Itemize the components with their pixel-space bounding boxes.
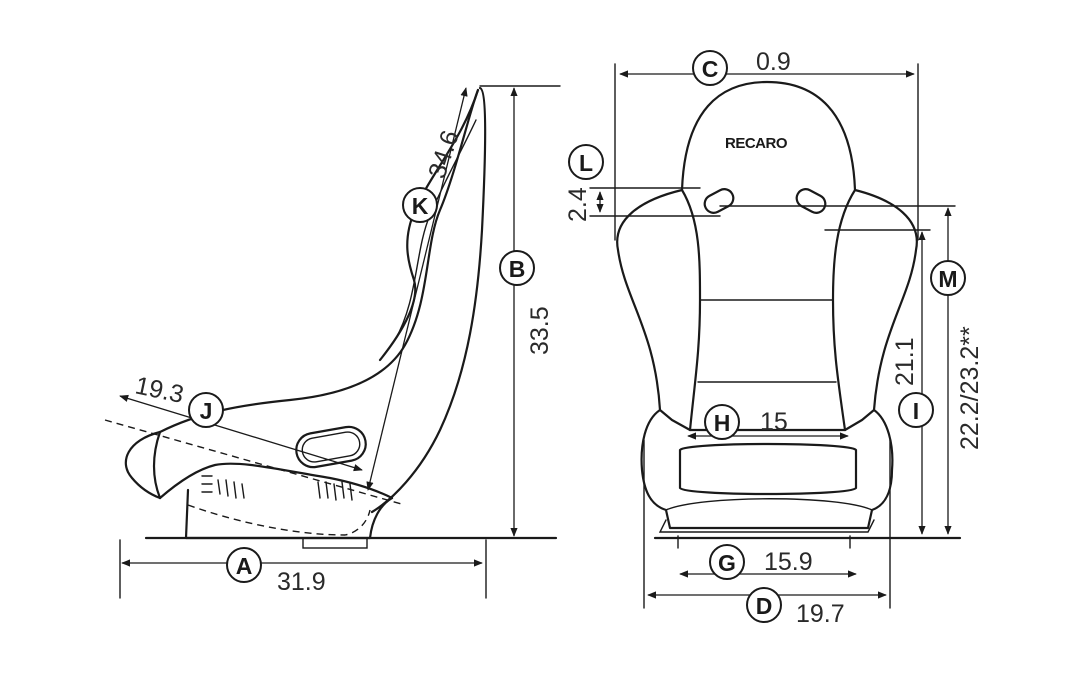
svg-text:H: H [714, 410, 731, 436]
svg-text:G: G [718, 550, 736, 576]
badge-h: H [704, 404, 740, 440]
value-m: 22.2/23.2** [956, 326, 984, 450]
badge-j: J [188, 392, 224, 428]
dimension-m: M 22.2/23.2** [719, 205, 984, 535]
value-i: 21.1 [891, 337, 919, 386]
svg-text:K: K [412, 193, 429, 219]
dimension-k: K 34.6 [366, 87, 468, 491]
badge-k: K [402, 187, 438, 223]
badge-l: L [568, 144, 604, 180]
dimension-g: G 15.9 [679, 544, 857, 580]
badge-i: I [898, 392, 934, 428]
dimension-h: H 15 [687, 404, 849, 440]
badge-g: G [709, 544, 745, 580]
badge-a: A [226, 547, 262, 583]
side-view-seat [104, 85, 561, 549]
value-k: 34.6 [423, 127, 465, 182]
badge-b: B [499, 250, 535, 286]
value-g: 15.9 [764, 548, 813, 576]
value-j: 19.3 [133, 371, 186, 409]
value-h: 15 [760, 408, 788, 436]
dimension-b: B 33.5 [499, 87, 554, 537]
value-c: 0.9 [756, 48, 791, 76]
svg-text:J: J [200, 398, 213, 424]
badge-c: C [692, 50, 728, 86]
badge-d: D [746, 587, 782, 623]
front-view-seat: RECARO [616, 80, 962, 549]
svg-text:L: L [579, 150, 593, 176]
value-b: 33.5 [526, 306, 554, 355]
badge-i-letter: I [913, 398, 919, 424]
badge-m: M [930, 260, 966, 296]
dimension-i: I 21.1 [824, 229, 934, 535]
value-l: 2.4 [564, 187, 592, 222]
dimension-c: C 0.9 [614, 48, 919, 241]
svg-text:M: M [938, 266, 957, 292]
dimension-l: L 2.4 [564, 144, 721, 222]
dimension-a: A 31.9 [119, 539, 487, 599]
brand-logo: RECARO [725, 135, 788, 152]
dimension-d: D 19.7 [643, 439, 891, 628]
dimension-j: J 19.3 [119, 371, 363, 472]
svg-text:D: D [756, 593, 773, 619]
value-d: 19.7 [796, 600, 845, 628]
svg-text:B: B [509, 256, 526, 282]
svg-text:A: A [236, 553, 253, 579]
value-a: 31.9 [277, 568, 326, 596]
svg-text:C: C [702, 56, 719, 82]
